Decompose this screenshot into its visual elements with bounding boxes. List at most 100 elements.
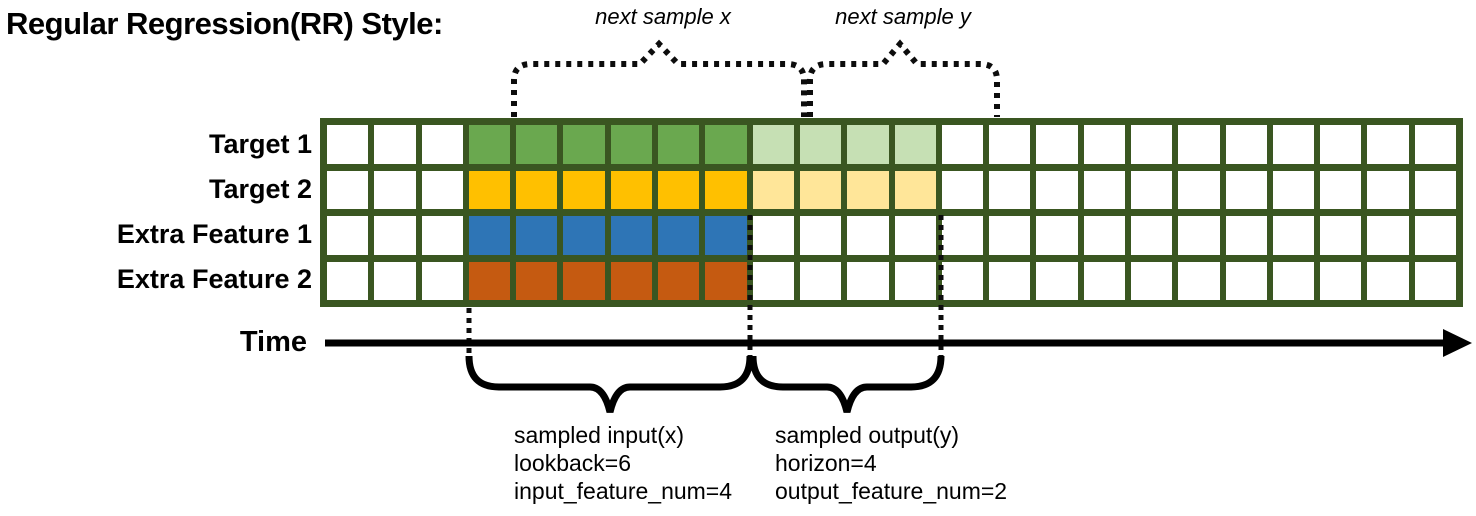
grid-cell [1083,170,1125,209]
grid-cell [1036,125,1078,164]
grid-cell [847,216,889,255]
grid-cell [1414,216,1456,255]
time-arrow-head [1443,329,1472,357]
sampled-input-brace [465,355,754,413]
sampled-input-annotation: sampled input(x) lookback=6 input_featur… [514,421,732,505]
sampled-output-brace [749,355,945,413]
grid-cell [468,261,511,300]
row-label: Target 1 [208,129,312,159]
grid-cell [1272,261,1315,300]
grid-cell [1083,216,1125,255]
grid-cell [563,261,605,300]
grid-cell [799,170,842,209]
grid-cell [941,125,984,164]
grid-cell [847,261,889,300]
grid-cell [1178,125,1220,164]
grid-cell [1178,170,1220,209]
grid-cell [1036,216,1078,255]
grid-cell [421,261,463,300]
grid-cell [1130,125,1173,164]
grid-cell [1414,125,1456,164]
grid-cell [610,261,653,300]
grid-cell [327,170,369,209]
grid-cell [658,125,700,164]
grid-cell [799,261,842,300]
grid-cell [374,216,416,255]
grid-cell [468,170,511,209]
sampled-output-line: sampled output(y) [775,422,960,448]
grid-cell [1083,125,1125,164]
grid-cell [894,216,936,255]
grid-cell [421,216,463,255]
grid-cell [658,261,700,300]
grid-cell [1367,170,1409,209]
grid-cell [374,170,416,209]
grid-cell [1320,261,1362,300]
grid-cell [1225,125,1267,164]
grid-cell [1367,216,1409,255]
grid-cell [752,125,794,164]
time-axis-label: Time [239,326,307,358]
grid-cell [563,125,605,164]
grid-cell [374,261,416,300]
grid-cell [516,216,558,255]
grid-cell [705,125,747,164]
grid-cell [1225,261,1267,300]
grid-cell [421,170,463,209]
grid-cell [516,261,558,300]
grid-cell [1320,170,1362,209]
grid-cell [894,125,936,164]
grid-cell [705,261,747,300]
next-sample-x-brace [511,39,807,117]
grid-cell [989,216,1031,255]
grid-cell [752,261,794,300]
grid-cell [941,170,984,209]
grid-cell [610,170,653,209]
grid-cell [1367,261,1409,300]
diagram-title: Regular Regression(RR) Style: [6,6,443,41]
grid-cell [1225,170,1267,209]
row-label: Extra Feature 2 [116,264,312,294]
grid-cell [989,261,1031,300]
grid-cell [799,125,842,164]
grid-cell [327,216,369,255]
grid-cell [1083,261,1125,300]
sampled-input-line: input_feature_num=4 [514,478,733,504]
grid-cell [941,261,984,300]
grid-cell [1036,170,1078,209]
grid-cell [516,170,558,209]
grid-cell [327,125,369,164]
grid-cell [941,216,984,255]
grid-cell [1178,261,1220,300]
grid-cell [1367,125,1409,164]
grid-cell [752,216,794,255]
next-sample-x-label: next sample x [595,4,731,29]
grid-cell [1178,216,1220,255]
grid-cell [374,125,416,164]
grid-cell [847,125,889,164]
grid-cell [1130,216,1173,255]
grid-cell [1414,170,1456,209]
grid-cell [516,125,558,164]
grid-cell [1320,216,1362,255]
next-sample-y-label: next sample y [835,4,971,29]
sampled-input-line: lookback=6 [514,450,631,476]
sampled-input-line: sampled input(x) [514,422,685,448]
grid-cell [610,125,653,164]
grid-cell [1130,170,1173,209]
sampled-output-annotation: sampled output(y) horizon=4 output_featu… [775,421,1007,505]
grid-cell [1414,261,1456,300]
grid-cell [658,170,700,209]
grid-cell [705,216,747,255]
grid-cell [705,170,747,209]
grid-cell [421,125,463,164]
grid-cell [563,216,605,255]
grid-cell [894,261,936,300]
grid-cell [658,216,700,255]
row-label: Target 2 [208,174,312,204]
grid-cell [1272,216,1315,255]
grid-cell [894,170,936,209]
sampled-output-line: horizon=4 [775,450,877,476]
grid-cell [752,170,794,209]
